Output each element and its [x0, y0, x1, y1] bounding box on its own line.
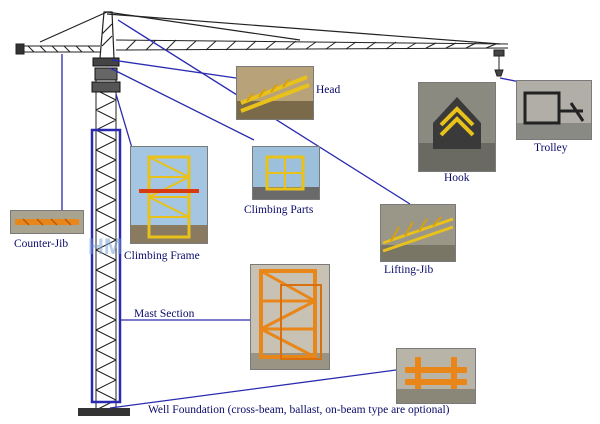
- climbing-parts-label: Climbing Parts: [244, 204, 314, 216]
- foundation-base: [78, 408, 130, 416]
- well-foundation-label: Well Foundation (cross-beam, ballast, on…: [148, 404, 450, 416]
- counter-jib-photo: [10, 210, 84, 234]
- lifting-jib-photo: [380, 204, 456, 262]
- mast-section-photo: [250, 264, 330, 370]
- mast-highlight: [90, 128, 122, 404]
- mast-section-label: Mast Section: [134, 308, 195, 320]
- well-foundation-photo: [396, 348, 476, 404]
- climbing-frame-photo: [130, 146, 208, 244]
- climbing-parts-photo: [252, 146, 320, 200]
- counter-jib-label: Counter-Jib: [14, 238, 69, 250]
- watermark: HM: [88, 234, 123, 259]
- lifting-jib-label: Lifting-Jib: [384, 264, 434, 276]
- head-photo: [236, 66, 314, 120]
- trolley-photo: [516, 80, 592, 140]
- counter-jib: [15, 43, 100, 55]
- trolley-label: Trolley: [534, 142, 568, 154]
- hook-photo: [418, 82, 496, 172]
- head-label: Head: [316, 84, 341, 96]
- hook-label: Hook: [444, 172, 470, 184]
- jib: [115, 39, 509, 51]
- slewing-unit: [91, 57, 121, 93]
- climbing-frame-label: Climbing Frame: [124, 250, 200, 262]
- mast: [95, 80, 117, 412]
- trolley-on-jib: [493, 49, 505, 77]
- tower-head: [39, 11, 501, 59]
